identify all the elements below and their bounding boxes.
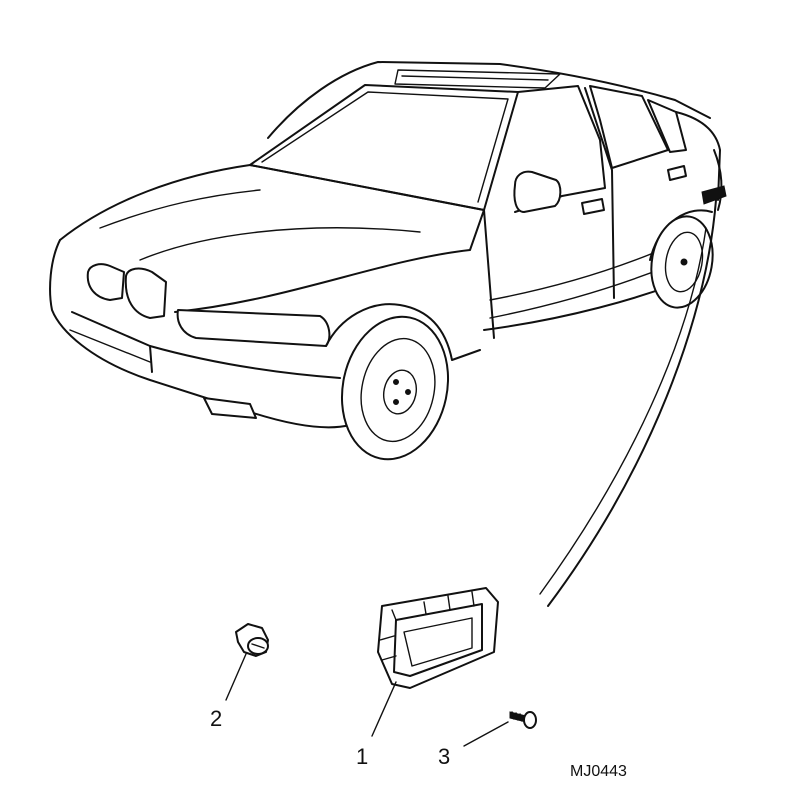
- part-clip: [235, 623, 269, 657]
- callout-number-1: 1: [356, 744, 368, 769]
- leader-line-1: [371, 681, 397, 737]
- callout-number-2: 2: [210, 706, 222, 731]
- leader-line-2: [225, 653, 247, 701]
- callout-number-3: 3: [438, 744, 450, 769]
- part-screw: [509, 711, 537, 729]
- figure-reference-code: MJ0443: [570, 763, 627, 780]
- leader-lines: [225, 653, 509, 747]
- leader-line-3: [463, 721, 509, 747]
- part-bracket: [377, 587, 499, 689]
- car-illustration: [49, 61, 727, 607]
